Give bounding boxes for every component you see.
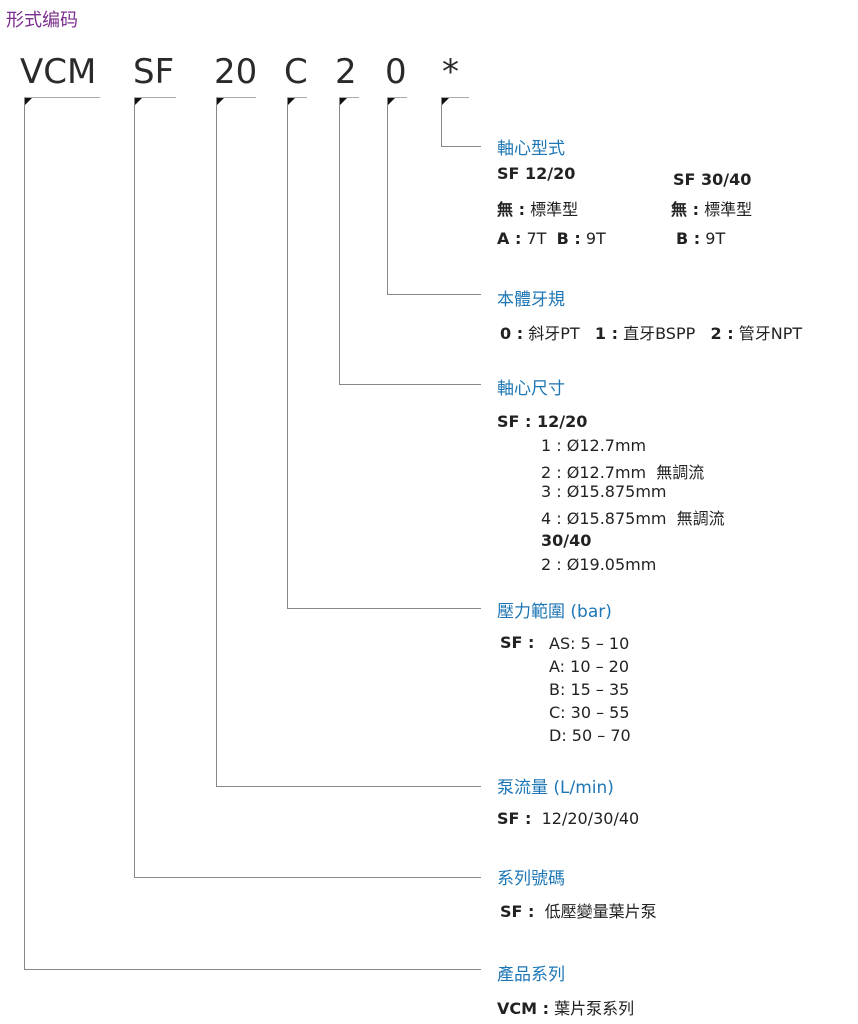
connector-line [387,98,388,294]
code-part-pressure: C [284,52,308,92]
product-val: 葉片泵系列 [554,999,635,1018]
section-title-shaft-type: 軸心型式 [497,139,565,159]
shaft-size-head: SF : 12/20 [497,412,588,431]
code-underline [134,97,176,98]
shaft-type-col1-none: 無 : 標準型 [497,196,578,220]
body-thread-options: 0 : 斜牙PT 1 : 直牙BSPP 2 : 管牙NPT [500,320,802,344]
pressure-item: D: 50 – 70 [549,726,631,745]
shaft-type-col2-b-key: B : [676,229,701,248]
code-underline [387,97,407,98]
code-underline [441,97,469,98]
connector-line [339,384,481,385]
code-tick [339,98,347,106]
shaft-type-col2-none: 無 : 標準型 [671,196,752,220]
connector-line [216,786,481,787]
code-tick [287,98,295,106]
connector-line [387,294,481,295]
flow-row: SF : 12/20/30/40 [497,809,639,828]
code-tick [24,98,32,106]
section-title-flow: 泵流量 (L/min) [497,778,614,798]
thread-2-val: 管牙NPT [738,324,803,343]
shaft-size-item: 4 : Ø15.875mm 無調流 [541,509,725,528]
code-underline [287,97,307,98]
pressure-item: A: 10 – 20 [549,657,630,676]
product-row: VCM : 葉片泵系列 [497,995,634,1019]
thread-1-val: 直牙BSPP [623,324,696,343]
code-underline [24,97,100,98]
code-tick [134,98,142,106]
code-tick [441,98,449,106]
code-underline [216,97,256,98]
section-title-series-no: 系列號碼 [497,869,565,889]
connector-line [287,98,288,608]
shaft-type-b-key: B : [556,229,581,248]
flow-val: 12/20/30/40 [541,809,640,828]
pressure-key: SF : [500,633,535,652]
section-title-shaft-size: 軸心尺寸 [497,379,565,399]
shaft-size-sub-item: 2 : Ø19.05mm [541,555,657,574]
code-underline [339,97,359,98]
connector-line [216,98,217,786]
series-no-val: 低壓變量葉片泵 [544,902,657,921]
shaft-type-col1-none-key: 無 : [497,200,525,219]
shaft-type-col2-b-val: 9T [705,229,726,248]
connector-line [24,969,481,970]
thread-0-val: 斜牙PT [528,324,580,343]
thread-0-key: 0 : [500,324,524,343]
flow-key: SF : [497,809,532,828]
code-part-thread: 0 [385,52,407,92]
shaft-type-col1-none-val: 標準型 [530,200,579,219]
code-part-series: SF [133,52,175,92]
code-part-vcm: VCM [20,52,97,92]
connector-line [134,877,481,878]
shaft-type-col2-none-val: 標準型 [704,200,753,219]
connector-line [339,98,340,384]
shaft-type-col1-ab: A : 7T B : 9T [497,229,606,248]
shaft-type-col2-head: SF 30/40 [673,170,752,189]
code-part-flow: 20 [214,52,258,92]
shaft-type-a-val: 7T [526,229,547,248]
pressure-item: AS: 5 – 10 [549,634,630,653]
series-no-row: SF : 低壓變量葉片泵 [500,898,657,922]
code-part-shaft-size: 2 [335,52,357,92]
shaft-size-item: 3 : Ø15.875mm [541,482,667,501]
shaft-type-a-key: A : [497,229,522,248]
connector-line [441,146,481,147]
shaft-type-col1-head: SF 12/20 [497,164,576,183]
shaft-size-sub-head: 30/40 [541,531,592,550]
code-tick [387,98,395,106]
shaft-size-item: 1 : Ø12.7mm [541,436,647,455]
connector-line [441,98,442,146]
shaft-type-col2-none-key: 無 : [671,200,699,219]
section-title-pressure: 壓力範圍 (bar) [497,602,612,622]
code-part-shaft-type: * [442,52,459,92]
pressure-item: C: 30 – 55 [549,703,630,722]
section-title-product: 產品系列 [497,965,565,985]
page-title: 形式编码 [6,10,78,31]
pressure-item: B: 15 – 35 [549,680,630,699]
thread-2-key: 2 : [710,324,734,343]
code-tick [216,98,224,106]
thread-1-key: 1 : [594,324,619,343]
connector-line [287,608,481,609]
series-no-key: SF : [500,902,535,921]
connector-line [134,98,135,877]
product-key: VCM : [497,999,550,1018]
shaft-type-col2-b: B : 9T [676,229,725,248]
shaft-type-b-val: 9T [585,229,606,248]
connector-line [24,98,25,969]
shaft-size-item: 2 : Ø12.7mm 無調流 [541,463,705,482]
section-title-body-thread: 本體牙規 [497,290,565,310]
